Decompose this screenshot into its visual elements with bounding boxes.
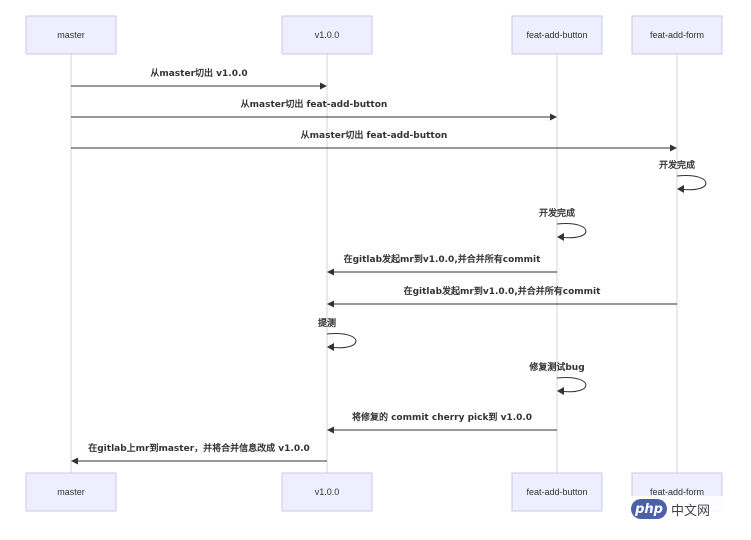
arrow-head	[327, 300, 334, 308]
arrow-head	[557, 233, 564, 241]
participant-v100-bottom: v1.0.0	[281, 472, 373, 512]
participant-label: master	[57, 30, 85, 40]
participant-label: feat-add-form	[650, 487, 704, 497]
self-loop-arrow	[676, 175, 707, 191]
participant-button-top: feat-add-button	[511, 15, 603, 55]
participant-label: v1.0.0	[315, 487, 340, 497]
message-label: 开发完成	[659, 159, 695, 171]
self-loop-arrow	[556, 223, 587, 239]
arrow-head	[320, 82, 327, 90]
message-label: 从master切出 feat-add-button	[301, 129, 448, 141]
arrow-head	[550, 113, 557, 121]
arrow-head	[327, 426, 334, 434]
message-label: 开发完成	[539, 207, 575, 219]
participant-box	[281, 472, 373, 512]
participant-form-top: feat-add-form	[631, 15, 723, 55]
message-label: 提测	[318, 317, 336, 329]
arrow-head	[677, 185, 684, 193]
self-loop-arrow	[326, 333, 357, 349]
message-7: 在gitlab发起mr到v1.0.0,并合并所有commit	[327, 285, 677, 308]
message-label: 从master切出 v1.0.0	[150, 67, 247, 79]
participant-box	[631, 15, 723, 55]
php-logo: php	[631, 499, 667, 519]
participant-label: feat-add-form	[650, 30, 704, 40]
message-10: 将修复的 commit cherry pick到 v1.0.0	[327, 411, 557, 434]
participant-label: v1.0.0	[315, 30, 340, 40]
arrow-head	[71, 457, 78, 465]
participant-button-bottom: feat-add-button	[511, 472, 603, 512]
message-label: 修复测试bug	[528, 361, 584, 373]
message-2: 从master切出 feat-add-button	[71, 98, 557, 121]
participant-box	[25, 15, 117, 55]
message-label: 在gitlab发起mr到v1.0.0,并合并所有commit	[404, 285, 602, 297]
participant-v100-top: v1.0.0	[281, 15, 373, 55]
message-4: 开发完成	[659, 159, 707, 193]
message-1: 从master切出 v1.0.0	[71, 67, 327, 90]
participant-master-top: master	[25, 15, 117, 55]
participant-master-bottom: master	[25, 472, 117, 512]
participant-box	[511, 472, 603, 512]
arrow-head	[327, 268, 334, 276]
message-3: 从master切出 feat-add-button	[71, 129, 677, 152]
message-6: 在gitlab发起mr到v1.0.0,并合并所有commit	[327, 253, 557, 276]
self-loop-arrow	[556, 377, 587, 393]
arrow-head	[670, 144, 677, 152]
message-8: 提测	[318, 317, 357, 351]
arrow-head	[327, 343, 334, 351]
participant-label: feat-add-button	[526, 487, 587, 497]
watermark: php 中文网	[631, 496, 749, 522]
participant-box	[281, 15, 373, 55]
watermark-text: 中文网	[671, 503, 711, 519]
message-label: 将修复的 commit cherry pick到 v1.0.0	[352, 411, 532, 423]
message-11: 在gitlab上mr到master，并将合并信息改成 v1.0.0	[71, 442, 327, 465]
participant-label: master	[57, 487, 85, 497]
message-5: 开发完成	[539, 207, 587, 241]
message-label: 在gitlab发起mr到v1.0.0,并合并所有commit	[344, 253, 542, 265]
participant-box	[511, 15, 603, 55]
message-9: 修复测试bug	[528, 361, 587, 395]
arrow-head	[557, 387, 564, 395]
participant-box	[25, 472, 117, 512]
participant-label: feat-add-button	[526, 30, 587, 40]
message-label: 从master切出 feat-add-button	[241, 98, 388, 110]
message-label: 在gitlab上mr到master，并将合并信息改成 v1.0.0	[88, 442, 310, 454]
